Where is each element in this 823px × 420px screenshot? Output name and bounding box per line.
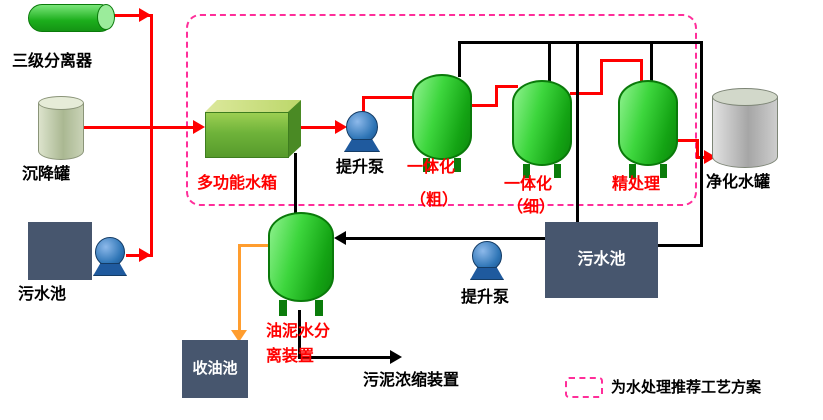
lift-pump-bottom-base [470,267,504,280]
pipe-feed-main [150,126,195,129]
integrated-coarse-label-2: （粗） [410,192,459,209]
fine-treatment-label: 精处理 [612,176,661,193]
sewage-pool-left-label: 污水池 [18,286,67,303]
pipe-pump-to-coarse [362,96,422,99]
pipe-sludge-h [298,356,392,359]
pipe-drain-to-sewage [576,41,579,223]
pipe-backwash-polish [650,41,653,83]
sewage-pool-right: 污水池 [545,222,658,298]
pipe-fine-out-v [600,59,603,95]
pipe-settling-out [84,126,150,129]
pipe-backwash-coarse [458,41,461,77]
pipe-polish-out-h [676,139,699,142]
pipe-tank-to-oilsep [294,153,297,214]
integrated-fine-label-2: （细） [507,199,556,216]
sewage-pump-left [95,237,125,267]
pipe-tank-to-pump [301,126,335,129]
oil-sludge-separator-label-2: 离装置 [266,348,315,365]
flow-arrow-into-pump [335,120,347,134]
lift-pump-top [346,111,378,143]
fine-treatment-vessel [618,80,678,178]
oil-collection-pool: 收油池 [182,340,248,398]
pipe-backwash-fine [548,41,551,83]
pipe-return-h [658,244,702,247]
sewage-pump-left-base [93,263,127,276]
recommended-process-region [186,14,697,206]
purified-water-tank [712,88,778,168]
pipe-into-polish-h [600,59,643,62]
sludge-thickener-label: 污泥浓缩装置 [363,372,460,389]
three-stage-separator [28,4,115,32]
flow-arrow-sewage [139,248,151,262]
pipe-sludge-v [298,310,301,358]
integrated-fine-label-1: 一体化 [504,176,553,193]
multifunction-tank-top [205,100,301,112]
flow-arrow-sludge [390,350,402,364]
pipe-sewage-to-oilsep [346,237,546,240]
pipe-into-polish-v [640,59,643,83]
multifunction-tank [205,112,289,158]
lift-pump-bottom-label: 提升泵 [461,289,510,306]
integrated-fine-vessel [512,80,572,178]
pipe-coarse-out-v [495,85,498,107]
lift-pump-top-label: 提升泵 [336,159,385,176]
pipe-oil-v [238,244,241,332]
pipe-pump-riser [362,97,365,113]
integrated-coarse-label-1: 一体化 [407,159,456,176]
pipe-feed-riser [150,14,153,257]
legend-label: 为水处理推荐工艺方案 [611,379,762,396]
pipe-polish-out-v [696,139,699,159]
purified-water-tank-label: 净化水罐 [706,174,771,191]
lift-pump-bottom [472,241,502,271]
separator-end-cap [97,4,115,30]
pipe-into-fine [495,85,518,88]
oil-collection-pool-label: 收油池 [192,360,238,378]
pipe-coarse-out-h [470,104,498,107]
oil-sludge-separator-vessel [268,212,334,316]
flow-arrow-oil [231,330,247,342]
flow-arrow-into-oilsep [334,231,346,245]
oil-sludge-separator-label-1: 油泥水分 [266,323,331,340]
sewage-pool-left [28,222,92,280]
pipe-separator-out [110,14,153,17]
pipe-return-v [700,41,703,247]
sewage-pool-right-label: 污水池 [577,250,626,268]
flow-arrow-separator [139,8,151,22]
pipe-oil-h [238,244,270,247]
integrated-coarse-vessel [412,74,472,172]
multifunction-tank-label: 多功能水箱 [197,175,278,192]
settling-tank-label: 沉降罐 [22,166,71,183]
separator-label: 三级分离器 [12,53,93,70]
pipe-fine-out-h [570,92,603,95]
pipe-backwash-header [458,41,703,44]
flow-arrow-into-tank [193,120,205,134]
settling-tank [38,96,84,160]
multifunction-tank-side [288,100,301,158]
legend-swatch [565,377,603,398]
